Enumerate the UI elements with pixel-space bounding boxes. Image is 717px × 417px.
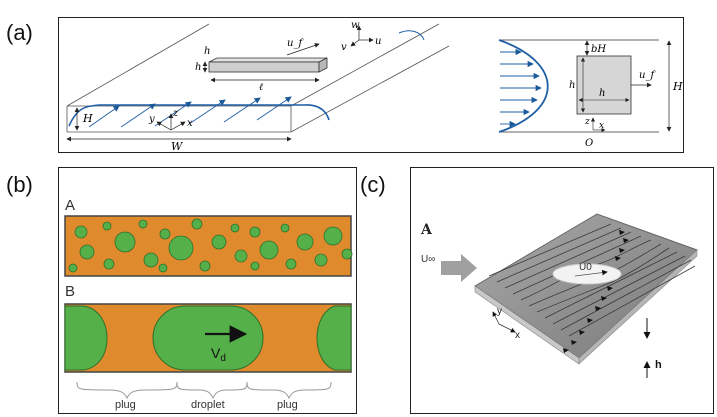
streamlines: [488, 223, 696, 337]
panel-a-tag: (a): [6, 20, 33, 45]
label-h-vertical: h: [569, 80, 575, 91]
particle-prism: [208, 57, 328, 73]
label-b-A: A: [65, 197, 75, 214]
panel-c-diagram: A: [420, 213, 698, 378]
label-h-horizontal: h: [599, 88, 605, 99]
label-O: O: [585, 138, 593, 149]
panel-b-tag: (b): [6, 172, 33, 197]
plug-droplets: [64, 305, 352, 371]
label-uf-right: u_f: [639, 70, 656, 81]
label-h-top: h: [204, 46, 210, 57]
u-inf-arrow: [441, 254, 477, 282]
label-b-B: B: [65, 283, 75, 300]
label-y: y: [148, 114, 155, 125]
label-U0: U0: [579, 262, 592, 273]
parabolic-profile: [498, 39, 549, 133]
label-y-c: y: [497, 306, 502, 317]
label-W: W: [171, 140, 184, 152]
label-u: u: [375, 36, 381, 47]
label-h-side: h: [195, 62, 201, 73]
particle-axes: [350, 25, 374, 47]
cross-section-walls: [499, 39, 659, 133]
label-droplet: droplet: [191, 399, 225, 411]
label-h-c: h: [655, 359, 662, 371]
tracer-markers: [563, 230, 629, 353]
panel-b-frame: A: [58, 167, 357, 414]
brackets: [76, 381, 332, 400]
profile-arrows: [500, 48, 542, 128]
label-c-A: A: [420, 222, 433, 238]
panel-c-frame: A: [410, 167, 714, 414]
label-uf-left: u_f: [287, 38, 304, 49]
moving-disc: [552, 263, 622, 285]
label-bH: bH: [591, 44, 606, 55]
label-w: w: [351, 20, 360, 31]
label-v: v: [341, 42, 347, 53]
label-z: z: [172, 108, 179, 119]
label-x: x: [187, 118, 193, 129]
label-z-right: z: [584, 117, 590, 127]
label-x-c: x: [515, 330, 520, 341]
droplets-a: [68, 218, 353, 273]
label-velocity: Vd: [211, 345, 226, 364]
velocity-profile-curve: [68, 30, 425, 127]
panel-b-diagram: A: [64, 197, 353, 411]
panel-c-tag: (c): [360, 172, 386, 197]
label-plug-1: plug: [115, 399, 136, 411]
label-H-left: H: [82, 112, 93, 125]
panel-a-diagram: h h ℓ u_f w u v H z x y W: [66, 20, 683, 152]
particle-cross-section: [576, 55, 632, 115]
channel-outline: [66, 23, 450, 133]
panel-a-frame: h h ℓ u_f w u v H z x y W: [58, 17, 684, 153]
channel-axes: [156, 113, 186, 131]
label-U-inf: U∞: [421, 254, 435, 265]
label-plug-2: plug: [277, 399, 298, 411]
label-length: ℓ: [259, 82, 263, 93]
label-x-right: x: [599, 121, 604, 131]
label-H-right: H: [672, 80, 683, 93]
